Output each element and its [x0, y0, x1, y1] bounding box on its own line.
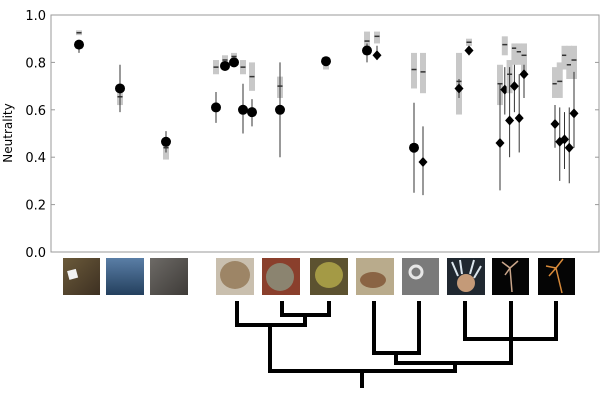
observed-diamond-marker: [372, 50, 382, 61]
photo-soil-marker: [67, 268, 79, 280]
observed-circle-marker: [229, 57, 239, 68]
observed-circle-marker: [247, 107, 257, 118]
data-point-diamond: [464, 38, 474, 56]
observed-diamond-marker: [464, 45, 474, 56]
null-interval-bar: [566, 45, 573, 79]
null-interval-bar: [556, 62, 563, 98]
null-interval-bar: [516, 43, 523, 65]
data-point-diamond: [514, 43, 524, 153]
data-point-circle: [211, 60, 221, 123]
observed-diamond-marker: [505, 115, 515, 126]
null-interval-bar: [521, 43, 527, 72]
y-tick-label: 0.0: [25, 246, 46, 261]
observed-diamond-marker: [550, 119, 560, 130]
tree-clade-sponges: [235, 301, 331, 327]
observed-circle-marker: [161, 136, 171, 147]
data-point-diamond: [555, 62, 565, 181]
y-tick-label: 0.4: [25, 151, 46, 166]
observed-circle-marker: [220, 60, 230, 71]
data-point-diamond: [495, 64, 505, 191]
null-interval-bar: [561, 45, 568, 70]
data-point-diamond: [509, 43, 519, 113]
data-point-circle: [321, 56, 331, 70]
observed-diamond-marker: [569, 108, 579, 119]
photo-sponge-2-body: [266, 263, 294, 291]
data-point-circle: [362, 31, 372, 63]
data-point-circle: [220, 55, 230, 71]
data-marks: [74, 30, 579, 196]
observed-circle-marker: [238, 104, 248, 115]
observed-diamond-marker: [564, 142, 574, 153]
photo-hydra-2: [538, 258, 575, 295]
photo-anemone-tentacles: [451, 259, 482, 279]
null-interval-bar: [420, 52, 426, 94]
photo-seawater: [106, 258, 144, 295]
observed-diamond-marker: [509, 81, 519, 92]
observed-circle-marker: [115, 83, 125, 94]
observed-circle-marker: [74, 39, 84, 50]
photo-hydra-2-body: [545, 258, 564, 294]
observed-circle-marker: [409, 142, 419, 153]
data-point-circle: [409, 52, 419, 193]
data-point-circle: [74, 30, 84, 53]
null-interval-bar: [411, 52, 417, 89]
y-tick-label: 0.2: [25, 199, 46, 214]
y-tick-label: 1.0: [25, 9, 46, 24]
data-point-circle: [161, 131, 171, 160]
data-point-diamond: [505, 60, 515, 158]
data-point-diamond: [550, 67, 560, 148]
data-point-diamond: [569, 45, 579, 148]
null-interval-bar: [511, 43, 518, 65]
observed-diamond-marker: [454, 83, 464, 94]
data-point-diamond: [519, 43, 529, 98]
tree-clade-cnidarians: [463, 301, 558, 365]
tree-clade-bilaterians: [372, 301, 421, 355]
observed-circle-marker: [362, 45, 372, 56]
data-point-circle: [229, 52, 239, 68]
data-point-diamond: [560, 45, 569, 170]
photo-sponge-3-body: [315, 262, 343, 288]
data-point-circle: [247, 62, 257, 127]
observed-diamond-marker: [560, 134, 569, 145]
data-point-diamond: [418, 52, 428, 196]
data-point-diamond: [564, 45, 574, 184]
data-point-circle: [275, 62, 285, 158]
tree-clade-eumetazoa: [394, 351, 513, 365]
observed-diamond-marker: [418, 156, 428, 167]
y-tick-label: 0.6: [25, 104, 46, 119]
null-interval-bar: [571, 45, 577, 79]
observed-diamond-marker: [495, 137, 505, 148]
data-point-diamond: [454, 52, 464, 115]
y-axis-label: Neutrality: [1, 103, 15, 162]
phylogenetic-tree: [235, 301, 558, 388]
photo-rock: [150, 258, 188, 295]
null-interval-bar: [374, 31, 380, 44]
null-interval-bar: [501, 36, 508, 56]
y-tick-label: 0.8: [25, 56, 46, 71]
observed-diamond-marker: [514, 113, 524, 124]
photo-sponge-1-body: [220, 261, 250, 289]
photo-anemone-body: [457, 274, 475, 292]
organism-photos: [63, 258, 575, 295]
photo-mouse-body: [360, 272, 386, 288]
observed-diamond-marker: [519, 69, 529, 80]
photo-hydra-1-body: [501, 260, 519, 293]
data-point-diamond: [372, 31, 382, 61]
data-point-circle: [238, 60, 248, 134]
observed-circle-marker: [275, 104, 285, 115]
null-interval-bar: [552, 67, 558, 98]
y-ticks: 0.0 0.2 0.4 0.6 0.8 1.0: [25, 9, 599, 261]
photo-nematode-worm: [408, 264, 424, 280]
data-point-circle: [115, 64, 125, 113]
observed-circle-marker: [211, 102, 221, 113]
observed-circle-marker: [321, 56, 331, 67]
